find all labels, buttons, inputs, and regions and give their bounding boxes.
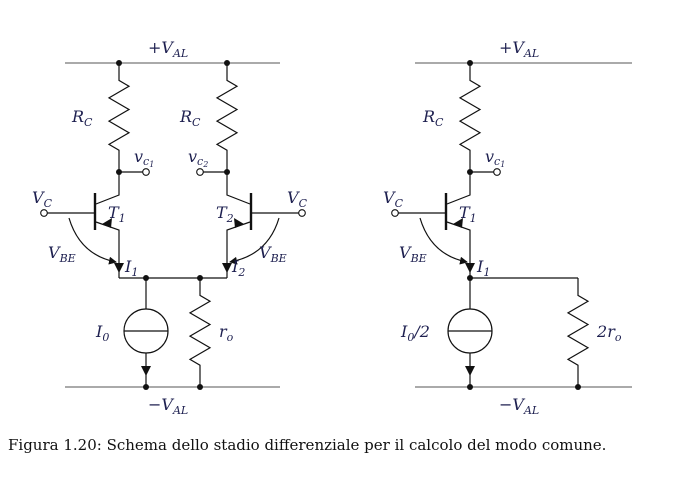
label-t2: T2 [216,203,234,225]
label-supply-neg: −VAL [148,395,188,417]
emitter-arrow-icon [102,218,112,228]
label-t1: T1 [459,203,477,225]
label-rc: RC [422,107,444,129]
transistor-t1 [47,172,120,278]
label-vc1: vc1 [485,147,505,169]
terminal-vin2 [298,209,306,217]
left-circuit: +VAL −VAL RC RC vc1 vc2 VC VC T1 T2 VBE … [32,38,308,417]
vbe-arrow [419,217,468,265]
label-vc2: vc2 [188,147,208,169]
label-rc2: RC [179,107,201,129]
label-i1: I1 [476,257,490,279]
terminal-vc1 [142,168,150,176]
label-vc1: vc1 [134,147,154,169]
label-supply-pos: +VAL [148,38,188,60]
label-vbe2: VBE [259,243,287,265]
label-ro: ro [219,322,234,344]
label-vin1: VC [32,188,53,210]
resistor-rc [458,63,482,172]
label-i2: I2 [231,257,245,279]
terminal-vin [391,209,399,217]
resistor-2ro [566,278,590,387]
current-source-i0 [123,278,169,387]
label-i1: I1 [124,257,138,279]
label-rc1: RC [71,107,93,129]
label-i0-half: I0/2 [400,322,430,344]
label-vbe1: VBE [48,243,76,265]
resistor-rc2 [215,63,239,172]
current-arrow-i1-icon [114,263,124,273]
label-i0: I0 [95,322,109,344]
label-t1: T1 [108,203,126,225]
label-vin2: VC [287,188,308,210]
transistor-t1 [398,172,471,278]
vbe-arrow-2 [229,217,280,265]
terminal-vc2 [196,168,204,176]
emitter-arrow-icon [453,218,463,228]
terminal-vc1 [493,168,501,176]
vbe-arrow-1 [68,217,117,265]
terminal-vin1 [40,209,48,217]
label-vin: VC [383,188,404,210]
resistor-rc1 [107,63,131,172]
resistor-ro [188,278,212,387]
label-2ro: 2ro [596,322,622,344]
label-supply-pos: +VAL [499,38,539,60]
transistor-t2 [226,172,299,278]
current-arrow-i1-icon [465,263,475,273]
label-supply-neg: −VAL [499,395,539,417]
figure-caption: Figura 1.20: Schema dello stadio differe… [8,436,607,454]
current-arrow-i2-icon [222,263,232,273]
current-source-i0-half [447,278,493,387]
right-circuit: +VAL −VAL RC vc1 VC T1 VBE I1 I0/2 2ro [383,38,632,417]
emitter-arrow-icon [234,218,244,228]
label-vbe: VBE [399,243,427,265]
